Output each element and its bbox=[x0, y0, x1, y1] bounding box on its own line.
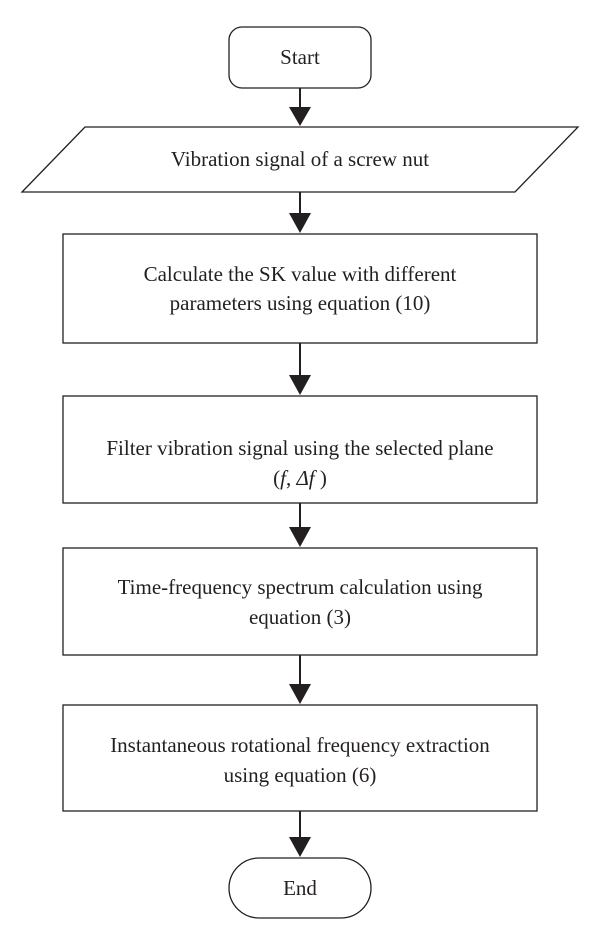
end-label: End bbox=[283, 876, 317, 900]
tfs-process-shape bbox=[62, 547, 538, 656]
irf-label-line-1: Instantaneous rotational frequency extra… bbox=[110, 733, 490, 757]
filter-param-close: ) bbox=[315, 466, 327, 490]
start-label: Start bbox=[280, 45, 320, 69]
arrow-sk-to-filter bbox=[289, 343, 311, 395]
tfs-node: Time-frequency spectrum calculation usin… bbox=[62, 547, 538, 656]
irf-process-shape bbox=[62, 704, 538, 812]
filter-param-f: f bbox=[280, 466, 289, 490]
tfs-label-line-2: equation (3) bbox=[249, 605, 351, 629]
connectors bbox=[289, 88, 311, 857]
irf-node: Instantaneous rotational frequency extra… bbox=[62, 704, 538, 812]
start-node: Start bbox=[228, 26, 372, 89]
filter-param-open: ( bbox=[273, 466, 280, 490]
arrow-filter-to-tfs bbox=[289, 503, 311, 547]
sk-node: Calculate the SK value with different pa… bbox=[62, 233, 538, 344]
filter-label-line-1: Filter vibration signal using the select… bbox=[106, 436, 493, 460]
irf-label-line-2: using equation (6) bbox=[224, 763, 377, 787]
arrow-tfs-to-irf bbox=[289, 655, 311, 704]
tfs-label-line-1: Time-frequency spectrum calculation usin… bbox=[118, 575, 483, 599]
signal-label: Vibration signal of a screw nut bbox=[171, 147, 429, 171]
arrow-irf-to-end bbox=[289, 811, 311, 857]
arrow-start-to-signal bbox=[289, 88, 311, 126]
signal-data-shape bbox=[20, 126, 580, 193]
sk-label-line-1: Calculate the SK value with different bbox=[144, 262, 457, 286]
end-terminator-shape bbox=[228, 857, 372, 919]
filter-param-comma: , bbox=[286, 466, 297, 490]
arrow-signal-to-sk bbox=[289, 192, 311, 233]
filter-process-shape bbox=[62, 395, 538, 504]
sk-label-line-2: parameters using equation (10) bbox=[170, 291, 431, 315]
filter-label-line-2: (f, Δf ) bbox=[273, 466, 327, 490]
sk-process-shape bbox=[62, 233, 538, 344]
filter-node: Filter vibration signal using the select… bbox=[62, 395, 538, 504]
end-node: End bbox=[228, 857, 372, 919]
signal-node: Vibration signal of a screw nut bbox=[20, 126, 580, 193]
start-terminator-shape bbox=[228, 26, 372, 89]
filter-param-delta-f: Δf bbox=[295, 466, 317, 490]
